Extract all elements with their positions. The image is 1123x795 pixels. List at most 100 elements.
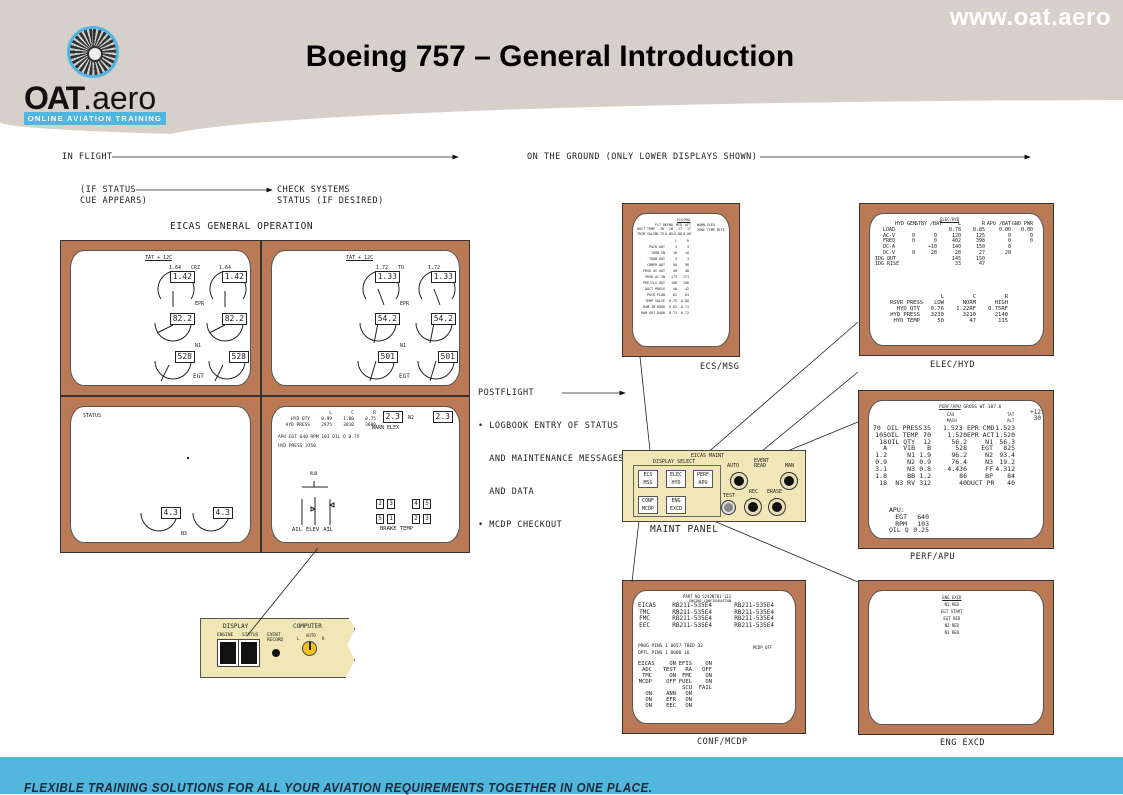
table-cell: IDG OUT [875, 255, 897, 262]
table-cell: 0 [1007, 244, 1011, 250]
n1-gauge-left: 54.2 [356, 313, 402, 349]
table-cell: LOW [934, 300, 944, 307]
status-display-button[interactable] [238, 639, 260, 667]
table-cell: 17 [687, 227, 691, 232]
event-read-man-button[interactable] [781, 473, 797, 489]
table-cell: LOAD [882, 226, 895, 233]
epr-max: 1.72 [428, 265, 441, 271]
status-cue-dot [187, 457, 189, 459]
test-button[interactable] [722, 501, 735, 514]
table-cell: 0 [933, 232, 937, 239]
brake-temp-box: 2 [376, 499, 384, 509]
table-cell: A [883, 444, 887, 453]
display-computer-panel: DISPLAY ENGINE STATUS EVENT RECORD COMPU… [200, 618, 355, 678]
table-cell: FMC [639, 615, 650, 623]
table-cell: 150 [975, 255, 985, 262]
table-cell: ON [705, 679, 712, 686]
table-cell: 825 [1003, 444, 1015, 453]
excd-item: N1 RED [944, 602, 960, 607]
table-cell: 3 [687, 257, 689, 262]
table-cell: 28 [954, 249, 961, 256]
table-cell: 1.523 [943, 424, 963, 432]
perf-apu-label: PERF/APU [910, 552, 955, 562]
event-read-auto-button[interactable] [731, 473, 747, 489]
table-cell: 10 [685, 251, 689, 256]
logo-tagline: ONLINE AVIATION TRAINING [24, 112, 166, 125]
epr-gauge-left: 1.42 [151, 271, 197, 307]
computer-select-knob[interactable] [302, 641, 317, 656]
event-record-label: EVENT RECORD [267, 633, 284, 643]
thrust-mode: TO [398, 265, 405, 271]
rec-button[interactable] [745, 499, 761, 515]
table-cell: OFF [666, 679, 676, 686]
table-cell: 40 [959, 478, 967, 487]
table-cell: DUCT TEMP [637, 227, 655, 232]
table-cell: EGT [895, 512, 907, 521]
tat-label: TAT [1007, 412, 1015, 417]
elev-label: ELEV [305, 527, 320, 533]
table-cell: 12 [923, 437, 931, 446]
egt-label: EGT [193, 373, 204, 380]
brake-temp-box: 1 [387, 514, 395, 524]
eicas-lower-status: STATUS 4.3 4.3 N3 [60, 396, 261, 553]
table-cell: RB211-535E4 [734, 608, 774, 616]
excd-title: ENG EXCD [942, 595, 962, 600]
on-ground-label: ON THE GROUND (ONLY LOWER DISPLAYS SHOWN… [527, 152, 758, 162]
footer-tagline: FLEXIBLE TRAINING SOLUTIONS FOR ALL YOUR… [24, 780, 653, 795]
excd-item: EGT RED [943, 616, 961, 621]
engine-label: ENGINE [217, 633, 234, 638]
table-cell: 0.9 [919, 458, 931, 467]
n3-gauge-left: 4.3 [137, 507, 183, 542]
table-cell: 0.62 [669, 305, 677, 310]
table-cell: 0.99 [321, 417, 332, 423]
apu-readout: APU EGT 640 RPM 103 OIL Q 0.75 [278, 435, 360, 440]
table-cell: 35 [923, 424, 931, 432]
check-systems-label: CHECK SYSTEMS [277, 185, 351, 195]
engine-display-button[interactable] [217, 639, 239, 667]
event-record-button[interactable] [272, 649, 280, 657]
table-cell: EICAS [638, 602, 657, 609]
status-label: STATUS [242, 633, 259, 638]
table-cell: MCDP [638, 679, 652, 686]
table-cell: ADC [642, 667, 652, 674]
table-cell: 0 [933, 238, 937, 245]
n3-gauge-right: 4.3 [189, 507, 235, 542]
table-cell: 140 [951, 244, 961, 250]
footer-band [0, 757, 1123, 794]
table-cell: 402 [951, 238, 961, 245]
table-cell: N3 RV [895, 478, 915, 487]
table-cell: 173 [671, 275, 677, 280]
computer-r-label: R [322, 636, 325, 641]
table-cell: RB211-535E4 [672, 608, 712, 616]
table-cell: MID [676, 223, 682, 227]
brake-temp-box: 2 [412, 514, 420, 524]
engine-fan-logo-icon [67, 26, 119, 78]
table-cell: RAM IN DOOR [643, 305, 665, 310]
tat-readout: TAT + 12C [346, 255, 374, 261]
n2-box-left: 2.3 [382, 411, 403, 423]
table-cell: +10 [927, 244, 937, 250]
table-cell: OIL PRESS [887, 424, 923, 432]
table-cell: 640 [917, 512, 929, 521]
table-cell: RB211-535E4 [672, 602, 712, 609]
table-cell: STBY /BAT [915, 221, 943, 227]
table-cell: 3210 [962, 312, 976, 319]
table-cell: HYD PRESS [890, 312, 920, 319]
table-cell: EPR ACT [967, 430, 995, 439]
ail-label: AIL [292, 527, 302, 533]
table-cell: 3000 [365, 423, 376, 429]
egt-label: EGT [399, 373, 410, 380]
table-cell: C [972, 294, 976, 300]
table-cell: 115 [998, 318, 1008, 325]
table-cell: 398 [975, 238, 985, 245]
erase-button[interactable] [769, 499, 785, 515]
table-cell: 56.3 [999, 437, 1015, 446]
